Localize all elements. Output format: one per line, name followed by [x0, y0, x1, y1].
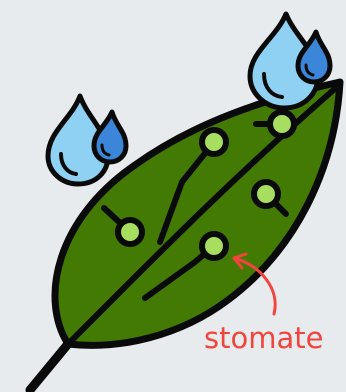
stomate-node-icon — [270, 112, 294, 136]
stomate-node-icon — [202, 130, 226, 154]
stomate-node-icon — [202, 234, 226, 258]
leaf-stem — [30, 344, 68, 390]
water-drop-icon — [48, 96, 126, 184]
stomate-node-icon — [118, 220, 142, 244]
stomate-label: stomate — [204, 318, 323, 358]
stomate-node-icon — [254, 182, 278, 206]
